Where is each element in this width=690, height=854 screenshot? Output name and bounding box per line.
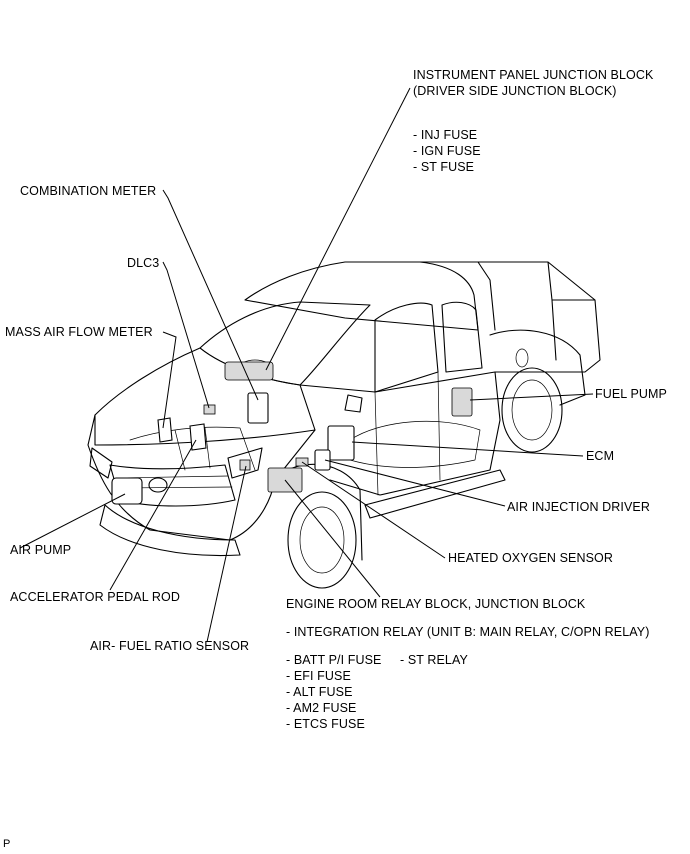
label-etcs-fuse: - ETCS FUSE	[286, 717, 365, 731]
grille	[109, 464, 236, 507]
ecm-part	[327, 425, 355, 461]
label-engine-room-relay-block: ENGINE ROOM RELAY BLOCK, JUNCTION BLOCK	[286, 597, 586, 611]
leader-af-sensor	[206, 465, 247, 643]
label-fuel-pump: FUEL PUMP	[595, 387, 667, 401]
corner-mark: P	[3, 838, 11, 850]
front-bumper	[99, 504, 241, 557]
air-pump-part	[111, 477, 143, 505]
left-headlamp	[89, 447, 113, 479]
rear-tire	[501, 367, 563, 453]
side-mirror	[344, 394, 363, 413]
front-side-window	[374, 302, 439, 393]
leader-lines	[19, 87, 594, 643]
leader-ecm	[351, 441, 584, 457]
rear-fender	[489, 329, 586, 406]
front-end	[87, 414, 316, 541]
label-integration-relay: - INTEGRATION RELAY (UNIT B: MAIN RELAY,…	[286, 625, 650, 639]
label-batt-pi-fuse: - BATT P/I FUSE	[286, 653, 382, 667]
running-board	[364, 469, 506, 519]
label-accelerator-pedal-rod: ACCELERATOR PEDAL ROD	[10, 590, 180, 604]
leader-instrument-panel-jb	[265, 87, 411, 371]
leader-heated-oxygen-sensor	[301, 461, 446, 559]
truck-bed	[477, 261, 601, 373]
maf-meter-part	[157, 417, 173, 443]
front-rim	[299, 506, 345, 574]
label-alt-fuse: - ALT FUSE	[286, 685, 353, 699]
leader-air-injection-driver	[324, 459, 506, 507]
label-ecm: ECM	[586, 449, 615, 463]
label-air-pump: AIR PUMP	[10, 543, 72, 557]
label-inj-fuse: - INJ FUSE	[413, 128, 478, 142]
combination-meter-part	[247, 392, 269, 424]
fuel-tank	[349, 420, 481, 468]
label-ign-fuse: - IGN FUSE	[413, 144, 481, 158]
label-st-fuse: - ST FUSE	[413, 160, 475, 174]
label-air-injection-driver: AIR INJECTION DRIVER	[507, 500, 650, 514]
fuel-pump-part	[451, 387, 473, 417]
right-headlamp	[227, 447, 263, 479]
truck-body	[87, 261, 601, 589]
leader-maf-meter	[162, 331, 177, 429]
front-tire	[287, 491, 357, 589]
leader-engine-room-relay-block	[284, 479, 381, 598]
label-combination-meter: COMBINATION METER	[20, 184, 157, 198]
fuel-door	[515, 348, 529, 368]
rear-side-window	[441, 301, 483, 373]
leader-combination-meter	[162, 189, 259, 401]
label-st-relay: - ST RELAY	[400, 653, 468, 667]
leader-fuel-pump	[469, 393, 594, 401]
instrument-panel-jb-part	[224, 361, 274, 381]
label-mass-air-flow-meter: MASS AIR FLOW METER	[5, 325, 153, 339]
leader-air-pump	[19, 493, 126, 549]
label-dlc3: DLC3	[127, 256, 160, 270]
label-efi-fuse: - EFI FUSE	[286, 669, 351, 683]
leader-dlc3	[162, 261, 210, 409]
label-air-fuel-ratio-sensor: AIR- FUEL RATIO SENSOR	[90, 639, 250, 653]
rear-rim	[511, 379, 553, 441]
cab-back	[419, 261, 496, 331]
dlc3-part	[203, 404, 216, 415]
label-am2-fuse: - AM2 FUSE	[286, 701, 357, 715]
leader-accelerator-pedal-rod	[109, 439, 197, 591]
grille-emblem	[148, 477, 168, 493]
label-instrument-panel-jb: INSTRUMENT PANEL JUNCTION BLOCK	[413, 68, 654, 82]
label-instrument-panel-jb-sub: (DRIVER SIDE JUNCTION BLOCK)	[413, 84, 617, 98]
air-injection-driver-part	[314, 449, 331, 471]
engine-bay	[129, 426, 256, 471]
label-heated-oxygen-sensor: HEATED OXYGEN SENSOR	[448, 551, 613, 565]
